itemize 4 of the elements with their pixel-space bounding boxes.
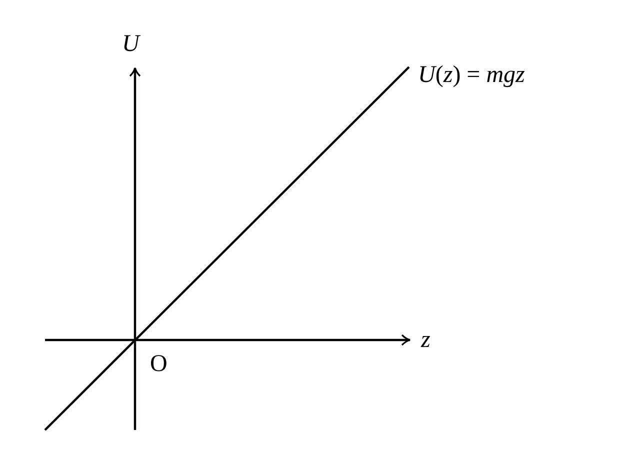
origin-label: O xyxy=(150,352,168,376)
function-label: U(z) = mgz xyxy=(418,63,525,87)
axis-label: U xyxy=(122,32,140,56)
axis-label: z xyxy=(421,328,430,352)
